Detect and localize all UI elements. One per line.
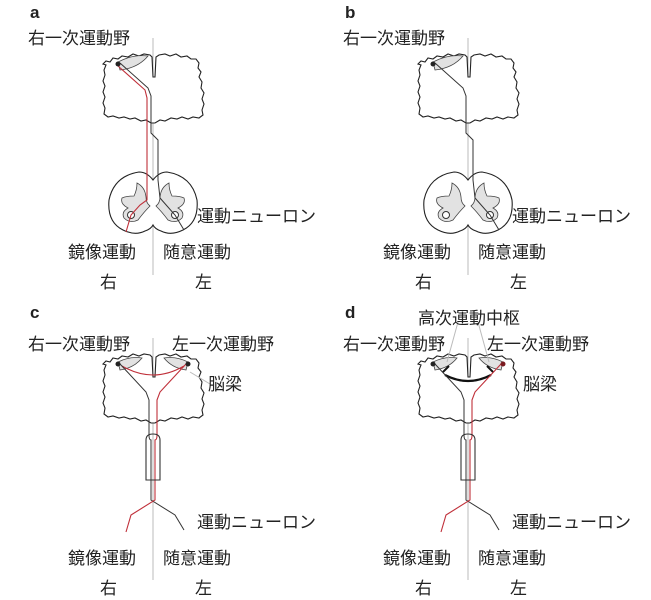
right-label: 右 xyxy=(100,273,117,293)
voluntary-movement-label: 随意運動 xyxy=(478,243,546,263)
right-label: 右 xyxy=(415,579,432,599)
panel-a: a 右一次運動野 運動ニューロン 鏡像運動 随意運動 右 左 xyxy=(28,3,316,293)
mirror-movement-label: 鏡像運動 xyxy=(68,549,136,569)
panel-d: d 高次運動中枢 右一次運動野 左一次運動野 脳梁 運動ニューロン 鏡像運動 随… xyxy=(343,303,631,599)
panel-label: a xyxy=(30,3,40,22)
left-primary-motor-label: 左一次運動野 xyxy=(172,335,274,355)
mirror-pathway xyxy=(117,65,148,233)
motor-neuron-label: 運動ニューロン xyxy=(197,207,316,227)
corpus-callosum-path xyxy=(121,365,185,376)
left-label: 左 xyxy=(510,273,527,293)
voluntary-movement-label: 随意運動 xyxy=(163,243,231,263)
mirror-movement-label: 鏡像運動 xyxy=(383,549,451,569)
left-label: 左 xyxy=(510,579,527,599)
panel-label: b xyxy=(345,3,355,22)
higher-motor-center-label: 高次運動中枢 xyxy=(418,309,520,329)
corpus-callosum-label: 脳梁 xyxy=(208,375,242,395)
right-primary-motor-label: 右一次運動野 xyxy=(343,29,445,49)
corpus-callosum-label: 脳梁 xyxy=(523,375,557,395)
motor-neuron-label: 運動ニューロン xyxy=(197,513,316,533)
panel-b: b 右一次運動野 運動ニューロン 鏡像運動 随意運動 右 左 xyxy=(343,3,631,293)
panel-label: c xyxy=(30,303,39,322)
right-primary-motor-label: 右一次運動野 xyxy=(28,335,130,355)
motor-neuron-label: 運動ニューロン xyxy=(512,207,631,227)
voluntary-movement-label: 随意運動 xyxy=(478,549,546,569)
panel-label: d xyxy=(345,303,355,322)
right-label: 右 xyxy=(415,273,432,293)
motor-neuron-label: 運動ニューロン xyxy=(512,513,631,533)
panel-c: c 右一次運動野 左一次運動野 脳梁 運動ニューロン 鏡像運動 随意運動 右 左 xyxy=(28,303,316,599)
ipsilateral-pathway xyxy=(119,62,185,231)
right-label: 右 xyxy=(100,579,117,599)
left-label: 左 xyxy=(195,273,212,293)
mirror-movement-label: 鏡像運動 xyxy=(68,243,136,263)
callosal-interaction-arrow xyxy=(444,374,492,383)
mirror-movement-label: 鏡像運動 xyxy=(383,243,451,263)
right-primary-motor-label: 右一次運動野 xyxy=(343,335,445,355)
voluntary-movement-label: 随意運動 xyxy=(163,549,231,569)
right-primary-motor-label: 右一次運動野 xyxy=(28,29,130,49)
left-label: 左 xyxy=(195,579,212,599)
left-primary-motor-label: 左一次運動野 xyxy=(487,335,589,355)
